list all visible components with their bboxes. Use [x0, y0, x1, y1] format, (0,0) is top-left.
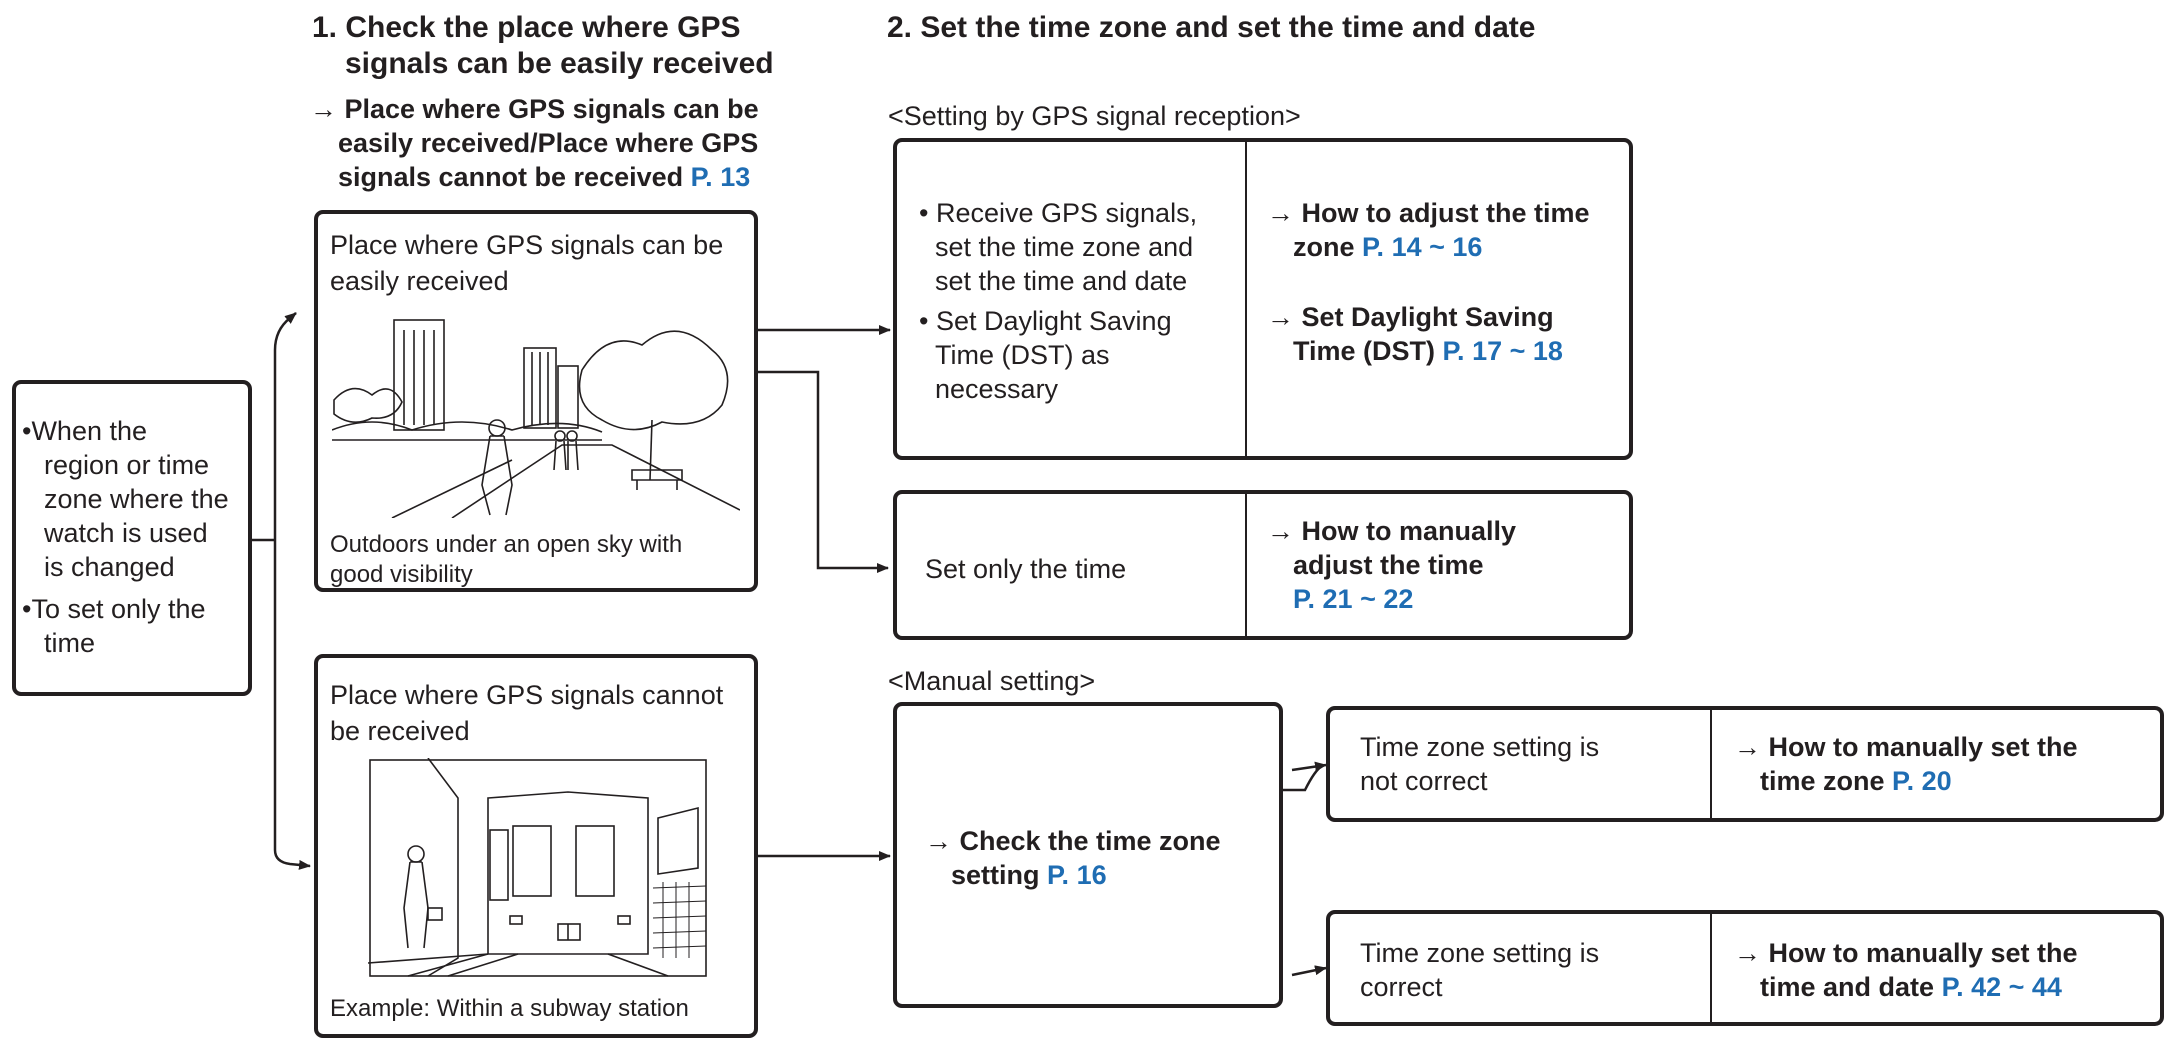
gps-left-line1: • Receive GPS signals, [919, 198, 1198, 228]
step1-title-line1: 1. Check the place where GPS [312, 11, 741, 44]
bad-place-box: Place where GPS signals cannot be receiv… [314, 654, 758, 1038]
step1-ref-line3: signals cannot be received P. 13 [338, 162, 751, 192]
gps-right-a2: zone P. 14 ~ 16 [1293, 232, 1483, 262]
arrow-to-time-only-box [758, 370, 889, 573]
check-tz-line1: → Check the time zone [925, 826, 1221, 856]
tz-wrong-left2: not correct [1360, 766, 1488, 796]
arrow-to-bad-place [273, 540, 311, 870]
condition-box: •When the region or time zone where the … [12, 380, 252, 696]
tz-ok-right2: time and date P. 42 ~ 44 [1760, 972, 2062, 1002]
gps-left-line6: necessary [935, 374, 1059, 404]
tz-ok-left1: Time zone setting is [1360, 938, 1600, 968]
gps-reception-box: • Receive GPS signals, set the time zone… [893, 138, 1633, 460]
tz-wrong-right2: time zone P. 20 [1760, 766, 1952, 796]
page-ref-42-44[interactable]: P. 42 ~ 44 [1941, 972, 2062, 1002]
time-only-right2: adjust the time [1293, 550, 1484, 580]
good-place-title1: Place where GPS signals can be [330, 230, 724, 260]
step1-ref-line1: → Place where GPS signals can be [310, 94, 759, 124]
step2-title: 2. Set the time zone and set the time an… [887, 11, 1536, 44]
gps-section-label: <Setting by GPS signal reception> [888, 101, 1301, 131]
time-only-right1: → How to manually [1267, 516, 1517, 546]
page-ref-21-22[interactable]: P. 21 ~ 22 [1293, 584, 1414, 614]
page-ref-17-18[interactable]: P. 17 ~ 18 [1442, 336, 1563, 366]
condition-line2: region or time [44, 450, 210, 480]
gps-left-line4: • Set Daylight Saving [919, 306, 1172, 336]
gps-left-line5: Time (DST) as [935, 340, 1110, 370]
condition-line1: •When the [22, 416, 148, 446]
good-place-caption1: Outdoors under an open sky with [330, 531, 683, 558]
check-timezone-box: → Check the time zone setting P. 16 [893, 702, 1283, 1008]
step1-title-line2: signals can be easily received [345, 47, 774, 80]
gps-left-line3: set the time and date [935, 266, 1188, 296]
tz-not-correct-box: Time zone setting is not correct → How t… [1326, 706, 2164, 822]
condition-line4: watch is used [44, 518, 208, 548]
good-place-title2: easily received [330, 266, 509, 296]
subway-station-illustration [368, 758, 707, 977]
time-only-box: Set only the time → How to manually adju… [893, 490, 1633, 640]
gps-right-b2: Time (DST) P. 17 ~ 18 [1293, 336, 1563, 366]
page-ref-13[interactable]: P. 13 [690, 162, 751, 192]
page-ref-20[interactable]: P. 20 [1892, 766, 1952, 796]
gps-right-a1: → How to adjust the time [1267, 198, 1590, 228]
arrow-to-tz-ok [1291, 965, 1327, 977]
check-tz-line2: setting P. 16 [951, 860, 1107, 890]
condition-line5: is changed [44, 552, 175, 582]
arrow-to-good-place [273, 312, 297, 540]
condition-line6: •To set only the [22, 594, 206, 624]
gps-right-b1: → Set Daylight Saving [1267, 302, 1554, 332]
step1-ref-line2: easily received/Place where GPS [338, 128, 759, 158]
bad-place-caption: Example: Within a subway station [330, 995, 689, 1022]
page-ref-14-16[interactable]: P. 14 ~ 16 [1362, 232, 1483, 262]
manual-section-label: <Manual setting> [888, 666, 1096, 696]
tz-wrong-left1: Time zone setting is [1360, 732, 1600, 762]
gps-left-line2: set the time zone and [935, 232, 1194, 262]
tz-correct-box: Time zone setting is correct → How to ma… [1326, 910, 2164, 1026]
condition-line7: time [44, 628, 96, 658]
condition-line3: zone where the [44, 484, 229, 514]
time-only-left: Set only the time [925, 554, 1127, 584]
bad-place-title2: be received [330, 716, 470, 746]
arrow-to-tz-wrong [1291, 761, 1327, 772]
tz-wrong-right1: → How to manually set the [1734, 732, 2078, 762]
good-place-box: Place where GPS signals can be easily re… [314, 210, 758, 592]
tz-ok-right1: → How to manually set the [1734, 938, 2078, 968]
bad-place-title1: Place where GPS signals cannot [330, 680, 724, 710]
tz-ok-left2: correct [1360, 972, 1443, 1002]
page-ref-16[interactable]: P. 16 [1047, 860, 1107, 890]
outdoor-city-illustration [332, 319, 740, 518]
good-place-caption2: good visibility [330, 561, 473, 588]
